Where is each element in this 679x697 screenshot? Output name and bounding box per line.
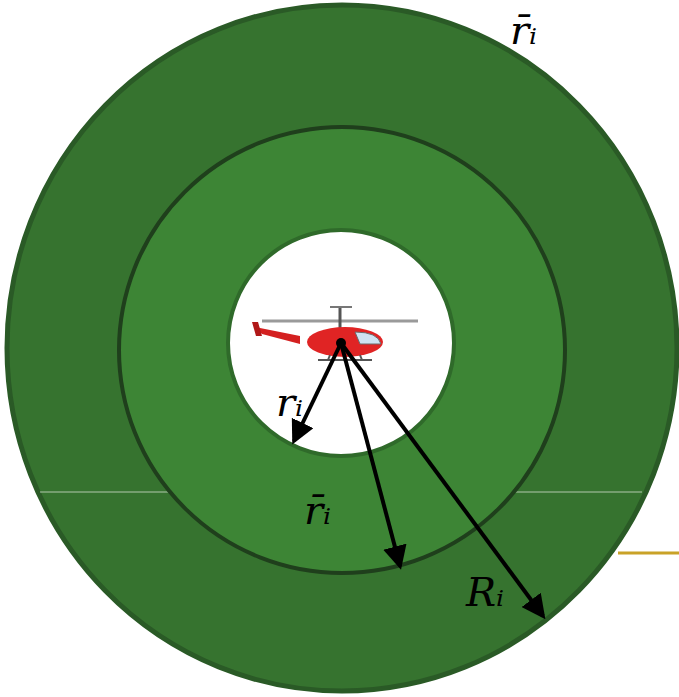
accent-line <box>618 552 679 555</box>
radius-label: r̄ᵢ <box>304 490 331 530</box>
radius-label: rᵢ <box>276 382 303 422</box>
radius-label: Rᵢ <box>466 572 504 612</box>
radius-label: r̄ᵢ <box>510 10 537 50</box>
inner-circle <box>228 230 454 456</box>
outer-ring <box>7 5 677 691</box>
middle-ring <box>119 127 565 573</box>
radius-arrows <box>294 338 543 616</box>
